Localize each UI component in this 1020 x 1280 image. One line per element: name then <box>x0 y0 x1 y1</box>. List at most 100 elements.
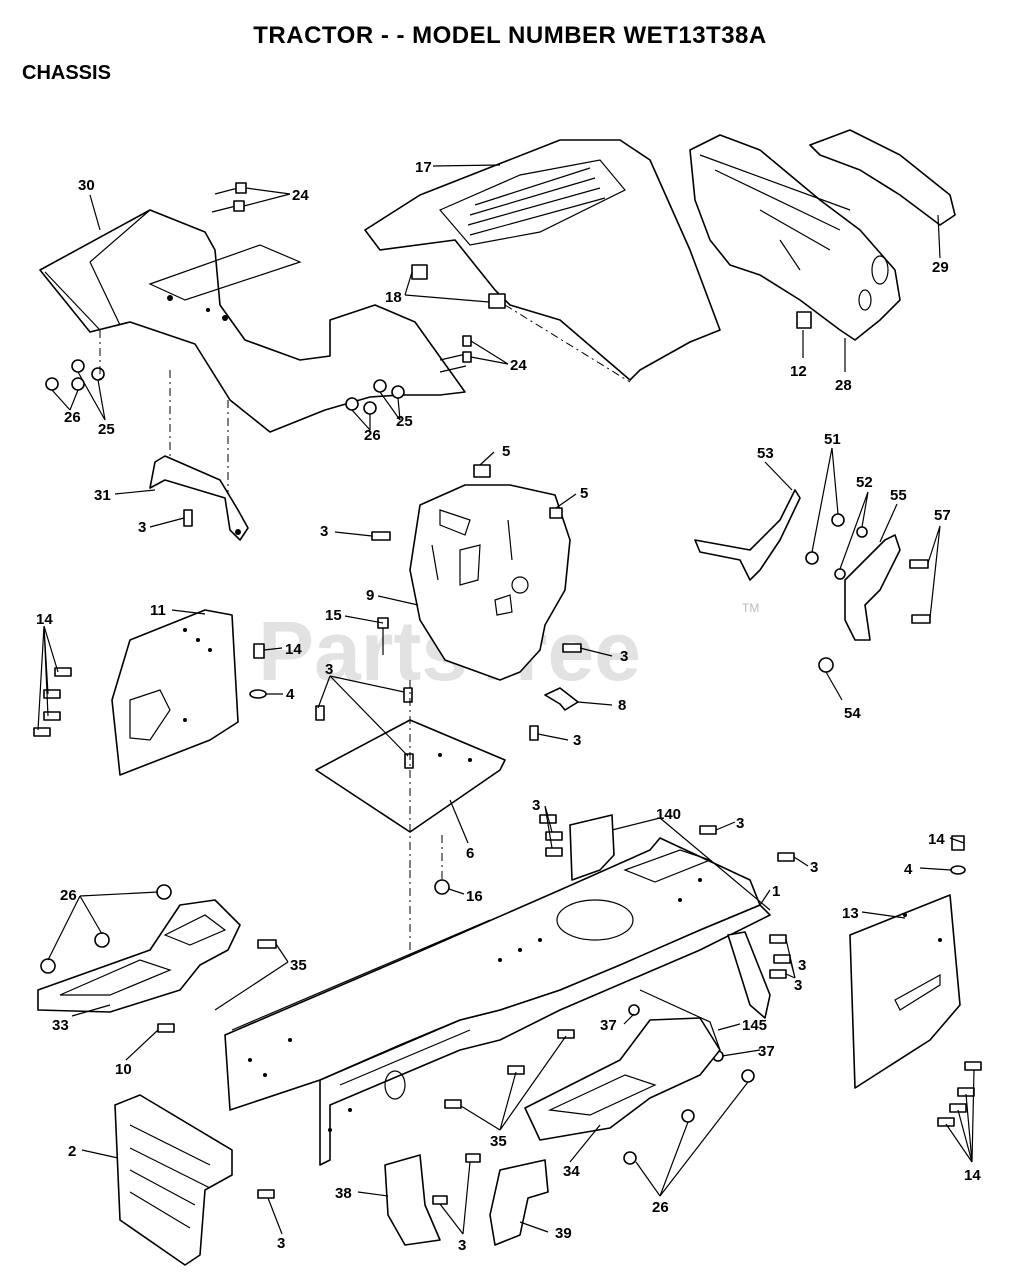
part-nut-26-b[interactable] <box>94 932 110 948</box>
part-front-plate[interactable] <box>114 1094 233 1266</box>
watermark-tm: TM <box>742 601 759 615</box>
callout: 37 <box>600 1017 617 1034</box>
part-bracket-31[interactable] <box>149 455 249 541</box>
part-screw-3-d[interactable] <box>315 705 325 721</box>
part-nut-26-f[interactable] <box>741 1069 755 1083</box>
part-screw-3-m[interactable] <box>257 1189 275 1199</box>
part-bracket-53[interactable] <box>694 489 801 581</box>
callout: 57 <box>934 507 951 524</box>
part-nut-26-a[interactable] <box>156 884 172 900</box>
part-bolt-14-mid[interactable] <box>253 643 265 659</box>
part-screw-57-b[interactable] <box>911 614 931 624</box>
callout: 11 <box>150 602 166 619</box>
callout: 3 <box>532 797 540 814</box>
part-screw-3-b[interactable] <box>371 531 391 541</box>
callout: 3 <box>138 519 146 536</box>
callout: 3 <box>325 661 333 678</box>
callout: 54 <box>844 705 861 722</box>
callout: 35 <box>290 957 307 974</box>
part-screw-3-f[interactable] <box>404 753 414 769</box>
part-screw-3-g[interactable] <box>529 725 539 741</box>
callout: 25 <box>396 413 413 430</box>
callout: 28 <box>835 377 852 394</box>
part-screw-3-k[interactable] <box>699 825 717 835</box>
part-main-frame[interactable] <box>224 837 771 1166</box>
callout: 37 <box>758 1043 775 1060</box>
callout: 24 <box>510 357 527 374</box>
part-washer-4[interactable] <box>249 689 267 699</box>
part-dash-panel[interactable] <box>409 464 571 681</box>
part-right-footrest[interactable] <box>524 1017 721 1141</box>
part-washer-4-right[interactable] <box>950 865 966 875</box>
callout: 140 <box>656 806 681 823</box>
callout: 4 <box>286 686 295 703</box>
part-screws-24-top[interactable] <box>211 182 247 213</box>
callout: 14 <box>964 1167 981 1184</box>
part-left-footrest[interactable] <box>37 899 241 1013</box>
callout: 3 <box>573 732 581 749</box>
part-bracket-39[interactable] <box>489 1159 549 1246</box>
part-clip-8[interactable] <box>544 687 579 711</box>
part-washer-52-a[interactable] <box>856 526 868 538</box>
part-fender[interactable] <box>39 209 466 433</box>
callout: 3 <box>458 1237 466 1254</box>
part-nut-26-e[interactable] <box>681 1109 695 1123</box>
callout: 39 <box>555 1225 572 1242</box>
part-screws-3-bottom[interactable] <box>432 1153 481 1205</box>
callout: 16 <box>466 888 483 905</box>
part-screw-3-e[interactable] <box>403 687 413 703</box>
callout: 3 <box>794 977 802 994</box>
part-screw-3-c[interactable] <box>562 643 582 653</box>
part-bolts-35-b[interactable] <box>444 1029 575 1109</box>
callout: 6 <box>466 845 474 862</box>
part-clip-37-a[interactable] <box>628 1004 640 1016</box>
part-nut-16[interactable] <box>434 879 450 895</box>
part-bracket-38[interactable] <box>384 1154 441 1246</box>
part-nut-51-a[interactable] <box>831 513 845 527</box>
part-bolt-10[interactable] <box>157 1023 175 1033</box>
part-frame-support[interactable] <box>727 931 771 1019</box>
part-washers-left[interactable] <box>45 330 105 391</box>
callout: 29 <box>932 259 949 276</box>
part-rod-145[interactable] <box>639 989 721 1051</box>
callout: 3 <box>736 815 744 832</box>
part-screw-3-i[interactable] <box>545 831 563 841</box>
part-nut-26-c[interactable] <box>40 958 56 974</box>
part-12-clip[interactable] <box>796 311 812 329</box>
part-screw-57-a[interactable] <box>909 559 929 569</box>
part-grille-housing[interactable] <box>689 134 901 341</box>
part-bolts-35-a[interactable] <box>257 939 277 949</box>
callout: 3 <box>798 957 806 974</box>
callout: 3 <box>320 523 328 540</box>
callout: 52 <box>856 474 873 491</box>
callout: 13 <box>842 905 859 922</box>
callout: 8 <box>618 697 626 714</box>
part-right-side-panel[interactable] <box>849 894 961 1089</box>
callout: 5 <box>580 485 588 502</box>
part-bracket-55[interactable] <box>844 534 901 641</box>
callout: 35 <box>490 1133 507 1150</box>
part-nut-26-d[interactable] <box>623 1151 637 1165</box>
part-screw-3-a[interactable] <box>183 509 193 527</box>
callout: 55 <box>890 487 907 504</box>
part-screw-3-j[interactable] <box>545 847 563 857</box>
leader-lines <box>37 164 975 1235</box>
callout: 26 <box>64 409 81 426</box>
callout: 3 <box>620 648 628 665</box>
section-title: CHASSIS <box>22 62 111 84</box>
part-left-side-panel[interactable] <box>111 609 239 776</box>
part-hood[interactable] <box>364 139 721 383</box>
part-bracket-140[interactable] <box>569 814 615 881</box>
callout: 24 <box>292 187 309 204</box>
part-washer-52-b[interactable] <box>834 568 846 580</box>
callout: 14 <box>36 611 53 628</box>
part-nut-51-b[interactable] <box>805 551 819 565</box>
part-grille-insert[interactable] <box>809 129 956 226</box>
part-bolt-14-right[interactable] <box>951 835 965 851</box>
part-screw-3-l[interactable] <box>777 852 795 862</box>
part-knob-54[interactable] <box>818 657 834 673</box>
callout: 2 <box>68 1143 76 1160</box>
callout: 9 <box>366 587 374 604</box>
part-bolts-14-left[interactable] <box>33 667 72 737</box>
